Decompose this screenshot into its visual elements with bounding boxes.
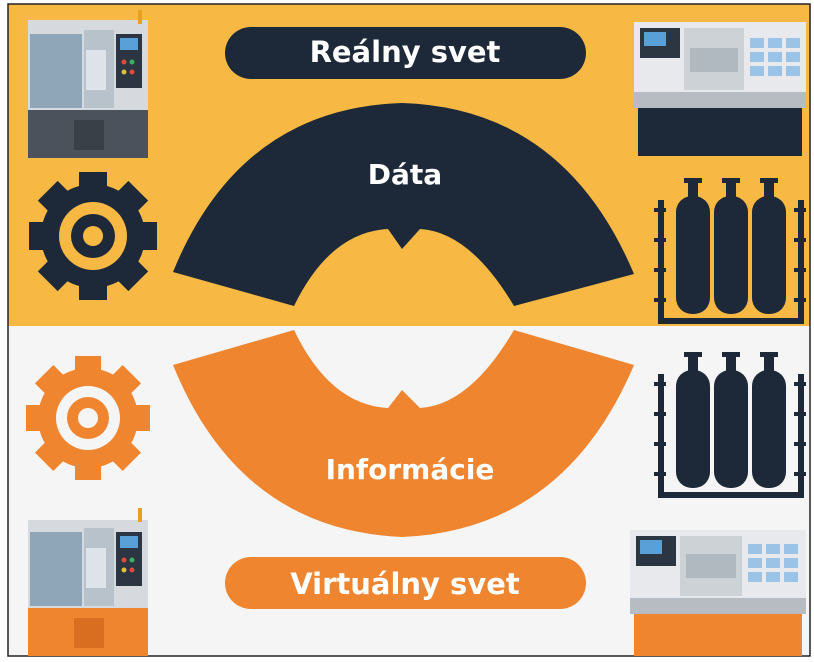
gear-icon <box>29 172 157 300</box>
gas-cylinders-icon <box>654 352 806 498</box>
virtual-world-pill <box>225 557 586 609</box>
cnc-machine-icon <box>28 508 148 656</box>
virtual-world-label: Virtuálny svet <box>290 567 520 601</box>
information-label: Informácie <box>326 453 495 486</box>
lathe-machine-icon <box>630 530 806 656</box>
real-world-label: Reálny svet <box>310 35 501 69</box>
information-arc <box>173 330 634 537</box>
gas-cylinders-icon <box>654 178 806 324</box>
cnc-machine-icon <box>28 10 148 158</box>
gear-icon <box>26 356 150 480</box>
frame <box>7 3 811 657</box>
real-world-pill <box>225 27 586 79</box>
lathe-machine-icon <box>634 22 806 156</box>
data-label: Dáta <box>368 158 442 191</box>
data-arc <box>173 103 634 306</box>
